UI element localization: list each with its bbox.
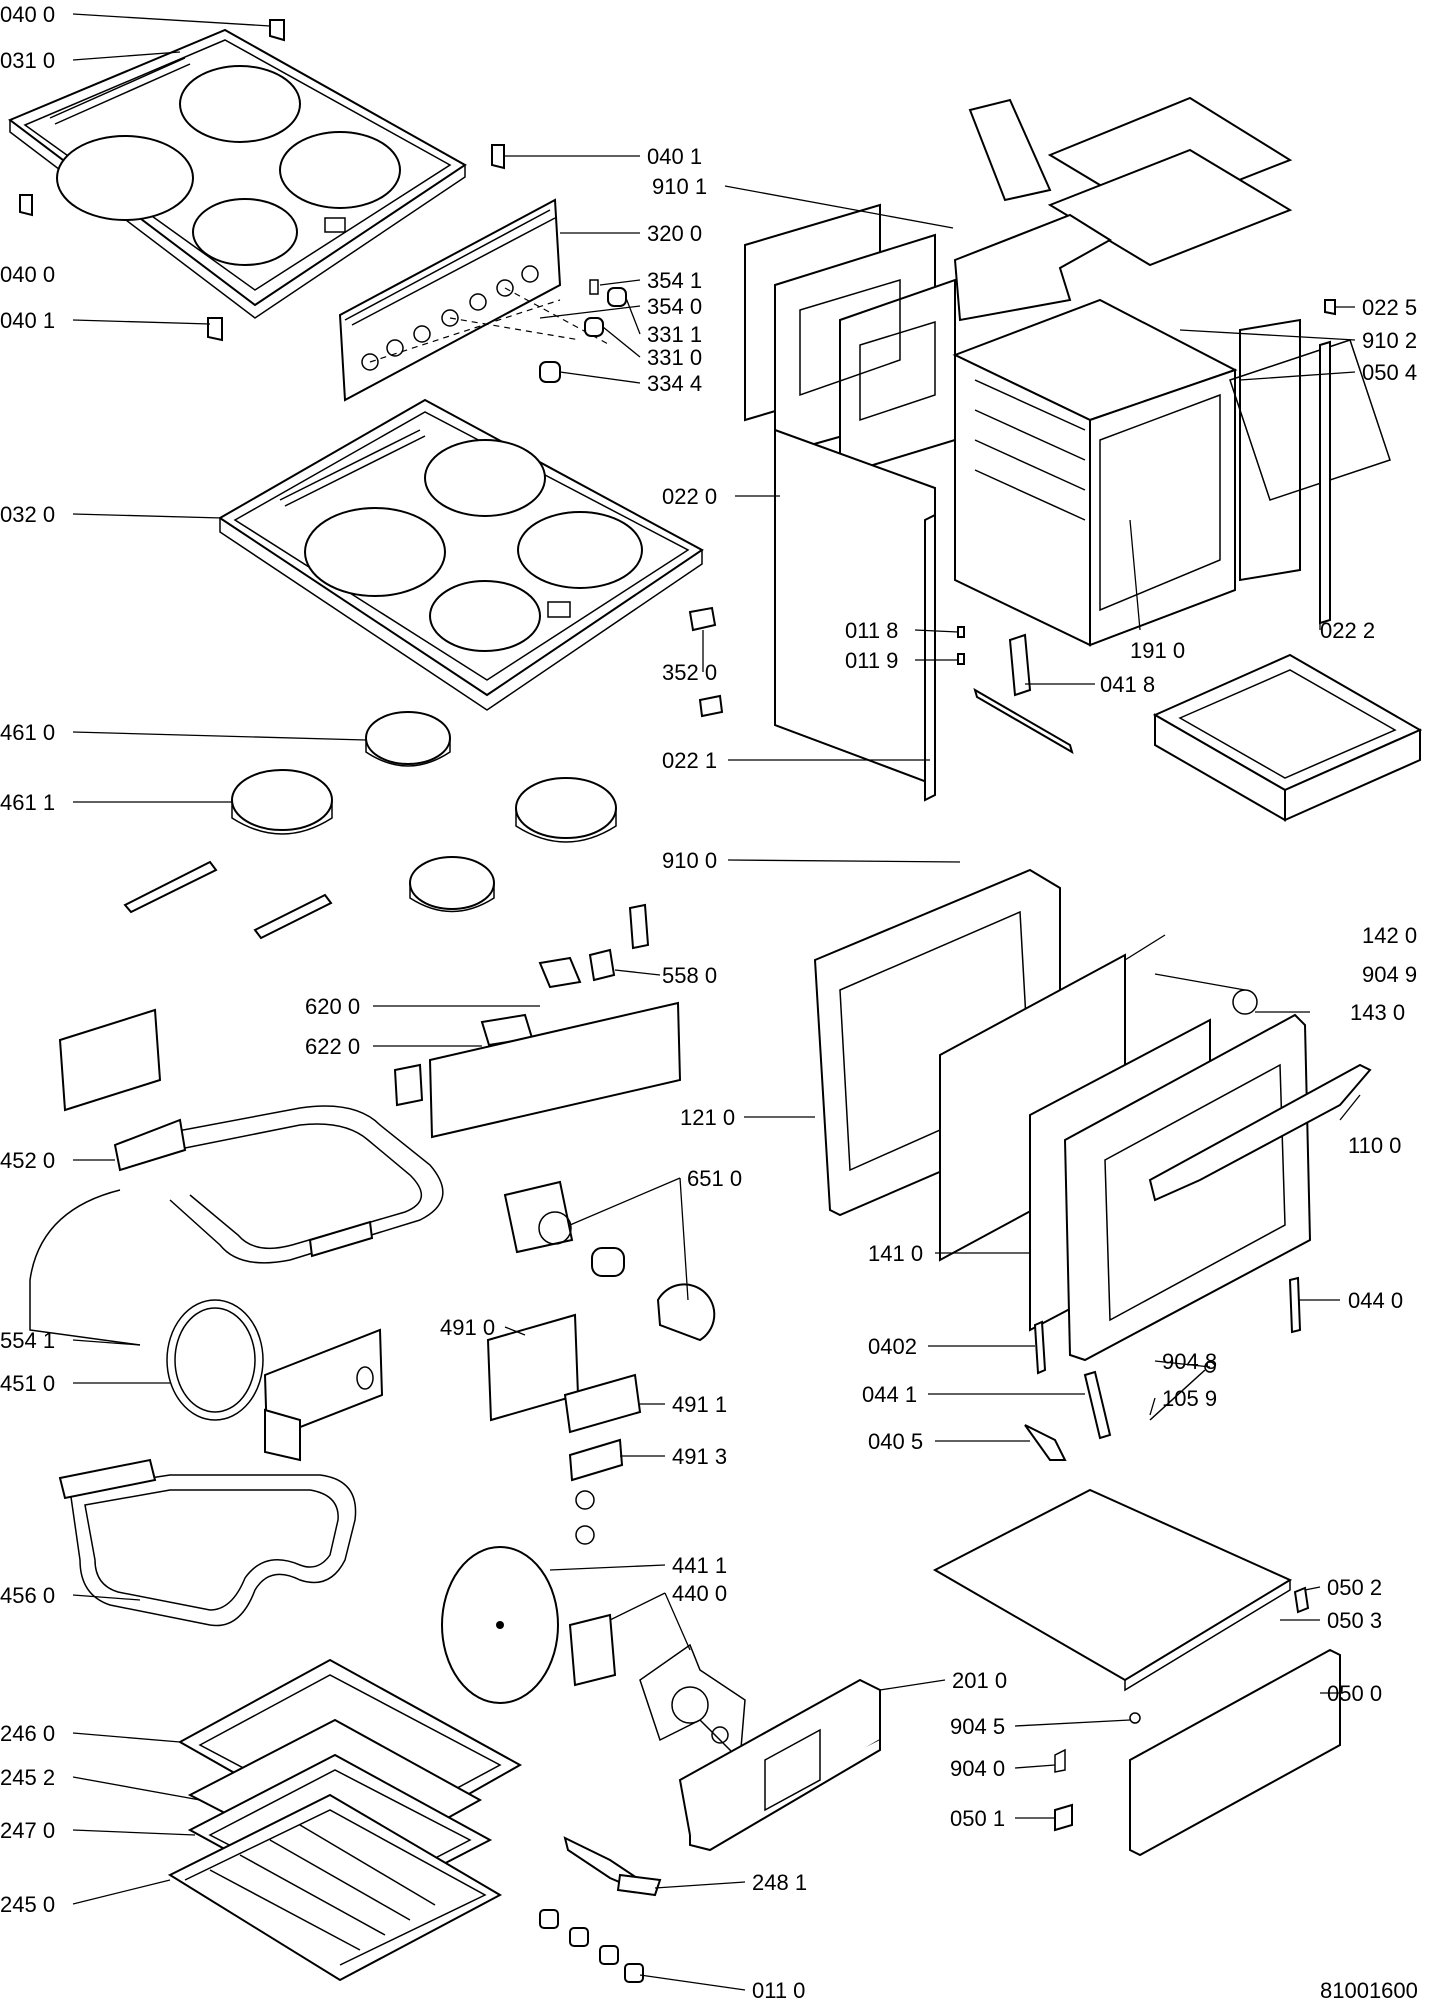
label-352-0: 352 0 <box>662 660 717 685</box>
oven-doors <box>813 868 1372 1362</box>
label-248-1: 248 1 <box>752 1870 807 1895</box>
label-032-0: 032 0 <box>0 502 55 527</box>
label-121-0: 121 0 <box>680 1105 735 1130</box>
brackets <box>123 860 650 950</box>
label-331-1: 331 1 <box>647 322 702 347</box>
hob-032-0 <box>218 398 704 711</box>
oven-cavity <box>952 96 1391 647</box>
label-452-0: 452 0 <box>0 1148 55 1173</box>
label-245-0: 245 0 <box>0 1892 55 1917</box>
label-246-0: 246 0 <box>0 1721 55 1746</box>
label-044-1: 044 1 <box>862 1382 917 1407</box>
label-040-1-left: 040 1 <box>0 308 55 333</box>
hob-top-031-0 <box>8 28 467 319</box>
label-331-0: 331 0 <box>647 345 702 370</box>
label-050-4: 050 4 <box>1362 360 1417 385</box>
feet-011-0 <box>539 1909 644 1983</box>
label-050-3: 050 3 <box>1327 1608 1382 1633</box>
label-040-0-left: 040 0 <box>0 262 55 287</box>
circular-element-451-0 <box>166 1299 384 1462</box>
label-143-0: 143 0 <box>1350 1000 1405 1025</box>
label-050-1: 050 1 <box>950 1806 1005 1831</box>
tool-248-1 <box>563 1836 662 1897</box>
fan-cover-201-0 <box>678 1678 881 1852</box>
door-hinges <box>1024 1276 1302 1461</box>
label-491-1: 491 1 <box>672 1392 727 1417</box>
label-491-3: 491 3 <box>672 1444 727 1469</box>
label-354-0: 354 0 <box>647 294 702 319</box>
label-022-2: 022 2 <box>1320 618 1375 643</box>
rails-041-8 <box>973 633 1074 755</box>
label-456-0: 456 0 <box>0 1583 55 1608</box>
control-panel-320-0 <box>338 198 611 402</box>
label-334-4: 334 4 <box>647 371 702 396</box>
label-041-8: 041 8 <box>1100 672 1155 697</box>
label-040-0-top: 040 0 <box>0 2 55 27</box>
label-022-1: 022 1 <box>662 748 717 773</box>
label-910-2: 910 2 <box>1362 328 1417 353</box>
label-558-0: 558 0 <box>662 963 717 988</box>
knobs-331-334 <box>539 279 627 383</box>
label-461-0: 461 0 <box>0 720 55 745</box>
fan-assembly-440 <box>441 1546 746 1762</box>
label-044-0: 044 0 <box>1348 1288 1403 1313</box>
label-011-0: 011 0 <box>752 1978 805 2003</box>
label-0402: 0402 <box>868 1334 917 1359</box>
label-554-1: 554 1 <box>0 1328 55 1353</box>
label-011-9: 011 9 <box>845 648 898 673</box>
label-320-0: 320 0 <box>647 221 702 246</box>
label-461-1: 461 1 <box>0 790 55 815</box>
small-items-011 <box>957 626 965 665</box>
label-904-0: 904 0 <box>950 1756 1005 1781</box>
leader-lines <box>72 13 1361 1991</box>
label-050-0: 050 0 <box>1327 1681 1382 1706</box>
label-910-0: 910 0 <box>662 848 717 873</box>
part-labels: 040 0 031 0 040 1 910 1 320 0 040 0 040 … <box>0 2 1418 2003</box>
label-622-0: 622 0 <box>305 1034 360 1059</box>
label-191-0: 191 0 <box>1130 638 1185 663</box>
label-110-0: 110 0 <box>1348 1133 1401 1158</box>
label-050-2: 050 2 <box>1327 1575 1382 1600</box>
label-247-0: 247 0 <box>0 1818 55 1843</box>
label-105-9: 105 9 <box>1162 1386 1217 1411</box>
label-245-2: 245 2 <box>0 1765 55 1790</box>
label-441-1: 441 1 <box>672 1553 727 1578</box>
label-022-5: 022 5 <box>1362 295 1417 320</box>
label-451-0: 451 0 <box>0 1371 55 1396</box>
lower-element-456-0 <box>58 1458 357 1627</box>
label-354-1: 354 1 <box>647 268 702 293</box>
oven-trays-245-247 <box>167 1658 523 1982</box>
label-040-1-right: 040 1 <box>647 144 702 169</box>
drawer-box <box>1152 653 1423 822</box>
grill-element-452-0 <box>29 1008 444 1346</box>
oven-lamp-651-0 <box>503 1180 716 1342</box>
label-040-5: 040 5 <box>868 1429 923 1454</box>
side-panels-022 <box>744 203 956 802</box>
label-141-0: 141 0 <box>868 1241 923 1266</box>
label-910-1: 910 1 <box>652 174 707 199</box>
terminal-blocks-491 <box>486 1313 642 1545</box>
label-142-0: 142 0 <box>1362 923 1417 948</box>
drawing-number: 81001600 <box>1320 1978 1418 2003</box>
electrical-modules <box>393 948 682 1139</box>
label-201-0: 201 0 <box>952 1668 1007 1693</box>
label-440-0: 440 0 <box>672 1581 727 1606</box>
label-904-8: 904 8 <box>1162 1349 1217 1374</box>
label-904-9: 904 9 <box>1362 962 1417 987</box>
hotplates-461 <box>231 711 617 913</box>
label-620-0: 620 0 <box>305 994 360 1019</box>
label-031-0: 031 0 <box>0 48 55 73</box>
label-904-5: 904 5 <box>950 1714 1005 1739</box>
part-352-0 <box>688 606 724 718</box>
label-011-8: 011 8 <box>845 618 898 643</box>
label-491-0: 491 0 <box>440 1315 495 1340</box>
label-022-0: 022 0 <box>662 484 717 509</box>
label-651-0: 651 0 <box>687 1166 742 1191</box>
clips-040 <box>19 19 1336 342</box>
drawer-front-050 <box>932 1488 1341 1857</box>
